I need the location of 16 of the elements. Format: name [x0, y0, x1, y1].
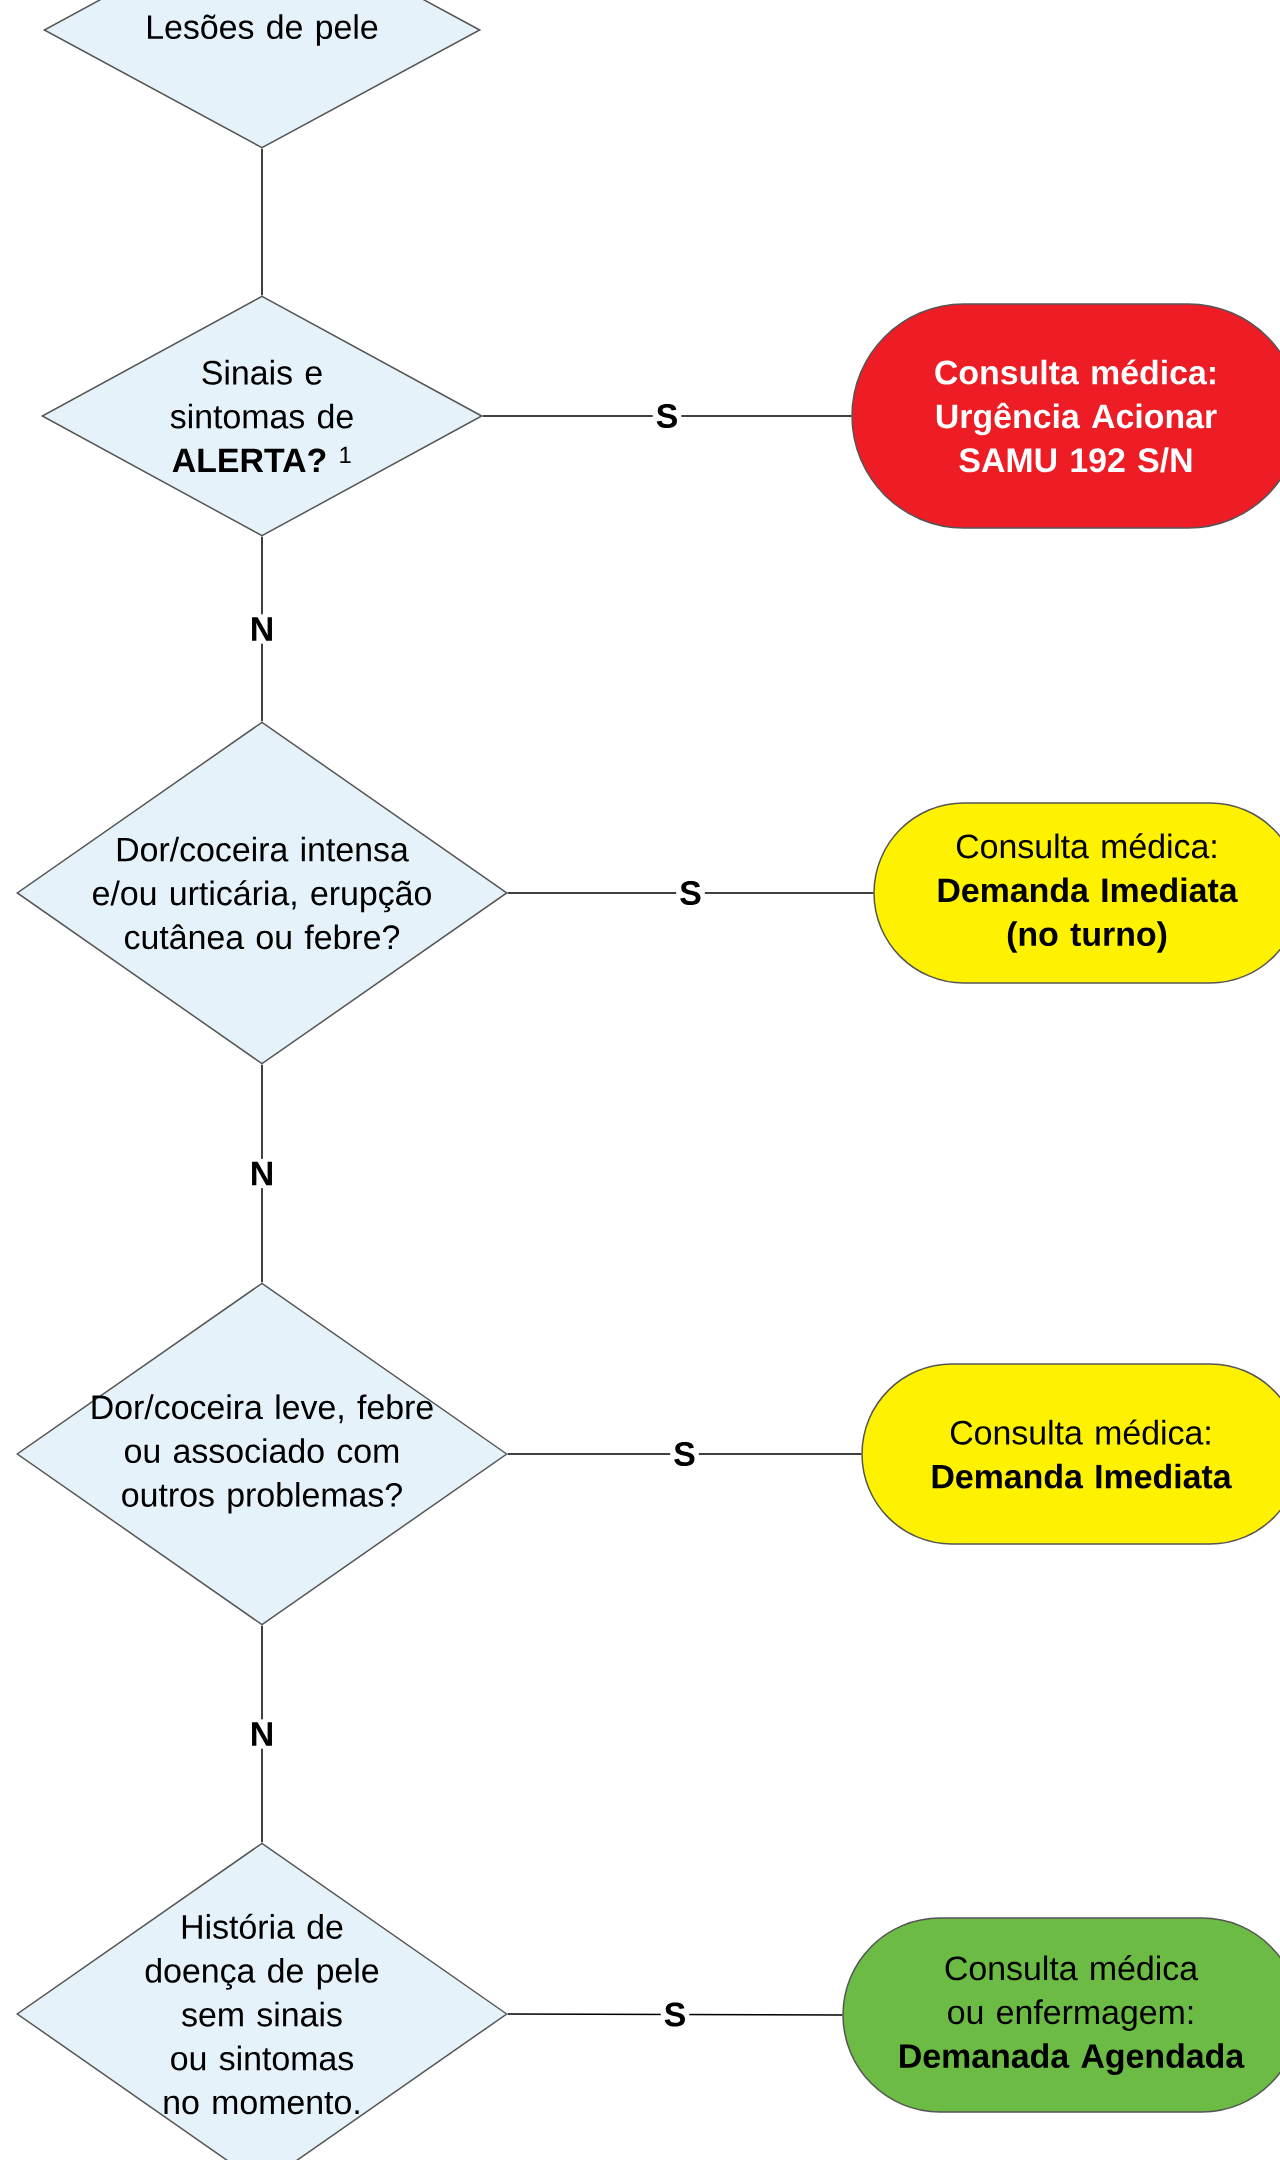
terminal-box: Consulta médica: Demanda Imediata (no turno) [873, 802, 1280, 984]
connector-line [507, 2013, 843, 2016]
terminal-box: Consulta médica: Demanda Imediata [861, 1363, 1280, 1545]
edge-label: S [676, 878, 705, 908]
edge-label: N [246, 1719, 278, 1749]
connector-line [507, 892, 874, 894]
edge-label: S [660, 1999, 690, 2030]
connector-line [261, 148, 263, 296]
edge-label: N [246, 614, 278, 644]
connector-line [482, 415, 852, 417]
edge-label: N [246, 1158, 278, 1189]
terminal-box: Consulta médica ou enfermagem: Demanada Agendada [842, 1917, 1280, 2113]
connector-line [507, 1453, 862, 1455]
edge-label: S [670, 1439, 699, 1469]
edge-label: S [652, 401, 682, 431]
terminal-box: Consulta médica: Urgência Acionar SAMU 192 S/N [851, 303, 1280, 529]
